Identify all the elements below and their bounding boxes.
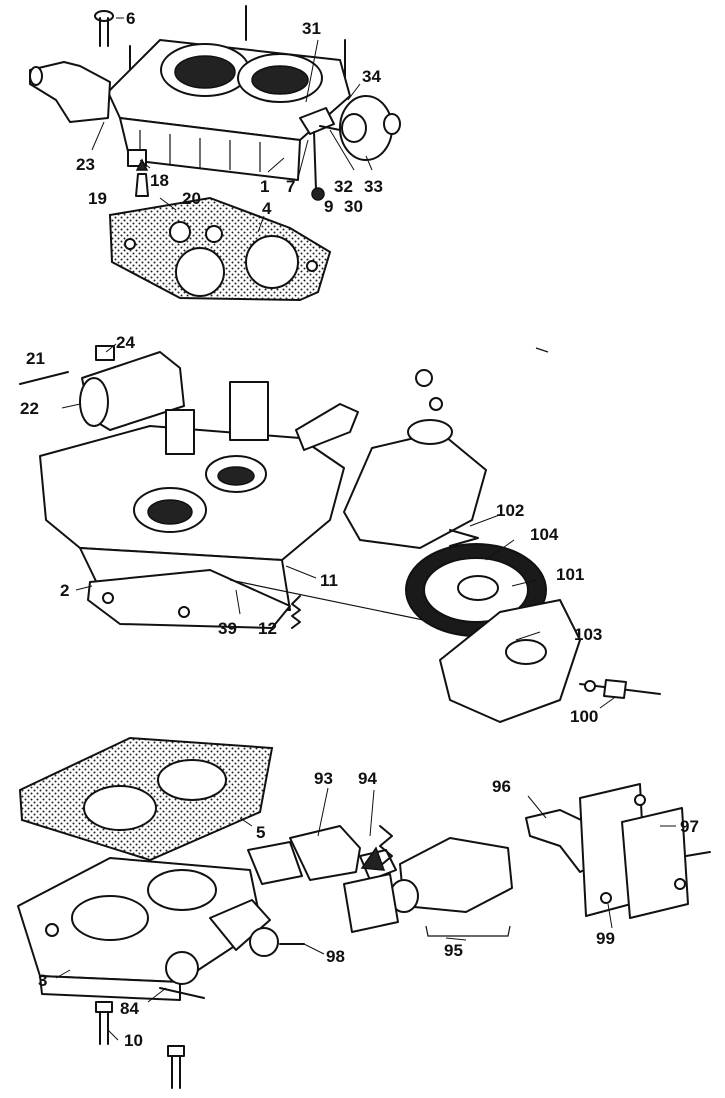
callout-10: 10 <box>124 1031 143 1050</box>
callout-97: 97 <box>680 817 699 836</box>
callout-39: 39 <box>218 619 237 638</box>
callout-21: 21 <box>26 349 45 368</box>
callout-84: 84 <box>120 999 139 1018</box>
callout-23: 23 <box>76 155 95 174</box>
spring-part-94 <box>360 825 393 871</box>
diaphragm-housing-part-103 <box>439 599 581 723</box>
throttle-lever-part-84 <box>159 899 305 999</box>
spring-part-12 <box>291 595 301 629</box>
callout-93: 93 <box>314 769 333 788</box>
callout-101: 101 <box>556 565 584 584</box>
insulator-gasket-part-5 <box>18 736 274 862</box>
callout-22: 22 <box>20 399 39 418</box>
float-chamber-assembly <box>19 345 661 723</box>
callout-4: 4 <box>262 199 272 218</box>
pin-part-21 <box>19 371 69 385</box>
callout-24: 24 <box>116 333 135 352</box>
fuel-inlet-fitting <box>29 61 111 123</box>
screw-part-6 <box>94 10 114 47</box>
callout-103: 103 <box>574 625 602 644</box>
valve-part-93 <box>247 825 397 885</box>
callout-99: 99 <box>596 929 615 948</box>
callout-34: 34 <box>362 67 381 86</box>
callout-9: 9 <box>324 197 333 216</box>
econostat-part-95 <box>343 837 513 937</box>
callout-104: 104 <box>530 525 559 544</box>
callout-3: 3 <box>38 971 47 990</box>
callout-6: 6 <box>126 9 135 28</box>
callout-12: 12 <box>258 619 277 638</box>
needle-valve-part-18-19 <box>127 149 149 197</box>
callout-95: 95 <box>444 941 463 960</box>
callout-33: 33 <box>364 177 383 196</box>
callout-1: 1 <box>260 177 269 196</box>
choke-linkage-parts <box>299 107 351 201</box>
callout-18: 18 <box>150 171 169 190</box>
callout-102: 102 <box>496 501 524 520</box>
callout-7: 7 <box>286 177 295 196</box>
bolts-part-10 <box>95 1001 185 1089</box>
body-top-fittings <box>165 381 359 455</box>
callout-98: 98 <box>326 947 345 966</box>
stray-mark <box>535 347 549 353</box>
callout-32: 32 <box>334 177 353 196</box>
plate-part-97 <box>579 783 711 919</box>
callout-100: 100 <box>570 707 598 726</box>
cover-assembly <box>29 5 401 302</box>
callout-94: 94 <box>358 769 377 788</box>
callout-31: 31 <box>302 19 321 38</box>
callout-20: 20 <box>182 189 201 208</box>
diaphragm-cover-part-102 <box>343 369 487 549</box>
callout-11: 11 <box>320 571 338 590</box>
callout-19: 19 <box>88 189 107 208</box>
solenoid-valve-part-22 <box>79 345 185 431</box>
leader-lines-throttle-body <box>55 787 676 1041</box>
choke-diaphragm-part-33 <box>339 95 401 161</box>
gasket-part-4 <box>108 196 332 302</box>
callout-30: 30 <box>344 197 363 216</box>
leader-lines-float-chamber <box>61 343 615 709</box>
callout-2: 2 <box>60 581 69 600</box>
callout-labels: 6 31 34 23 18 1 7 32 33 19 20 9 30 4 24 … <box>20 9 699 1050</box>
throttle-body-assembly <box>17 736 711 1089</box>
cover-body-part-1 <box>107 39 351 181</box>
callout-5: 5 <box>256 823 265 842</box>
leader-lines-cover <box>91 17 373 233</box>
screws-part-100 <box>579 679 661 699</box>
callout-96: 96 <box>492 777 511 796</box>
